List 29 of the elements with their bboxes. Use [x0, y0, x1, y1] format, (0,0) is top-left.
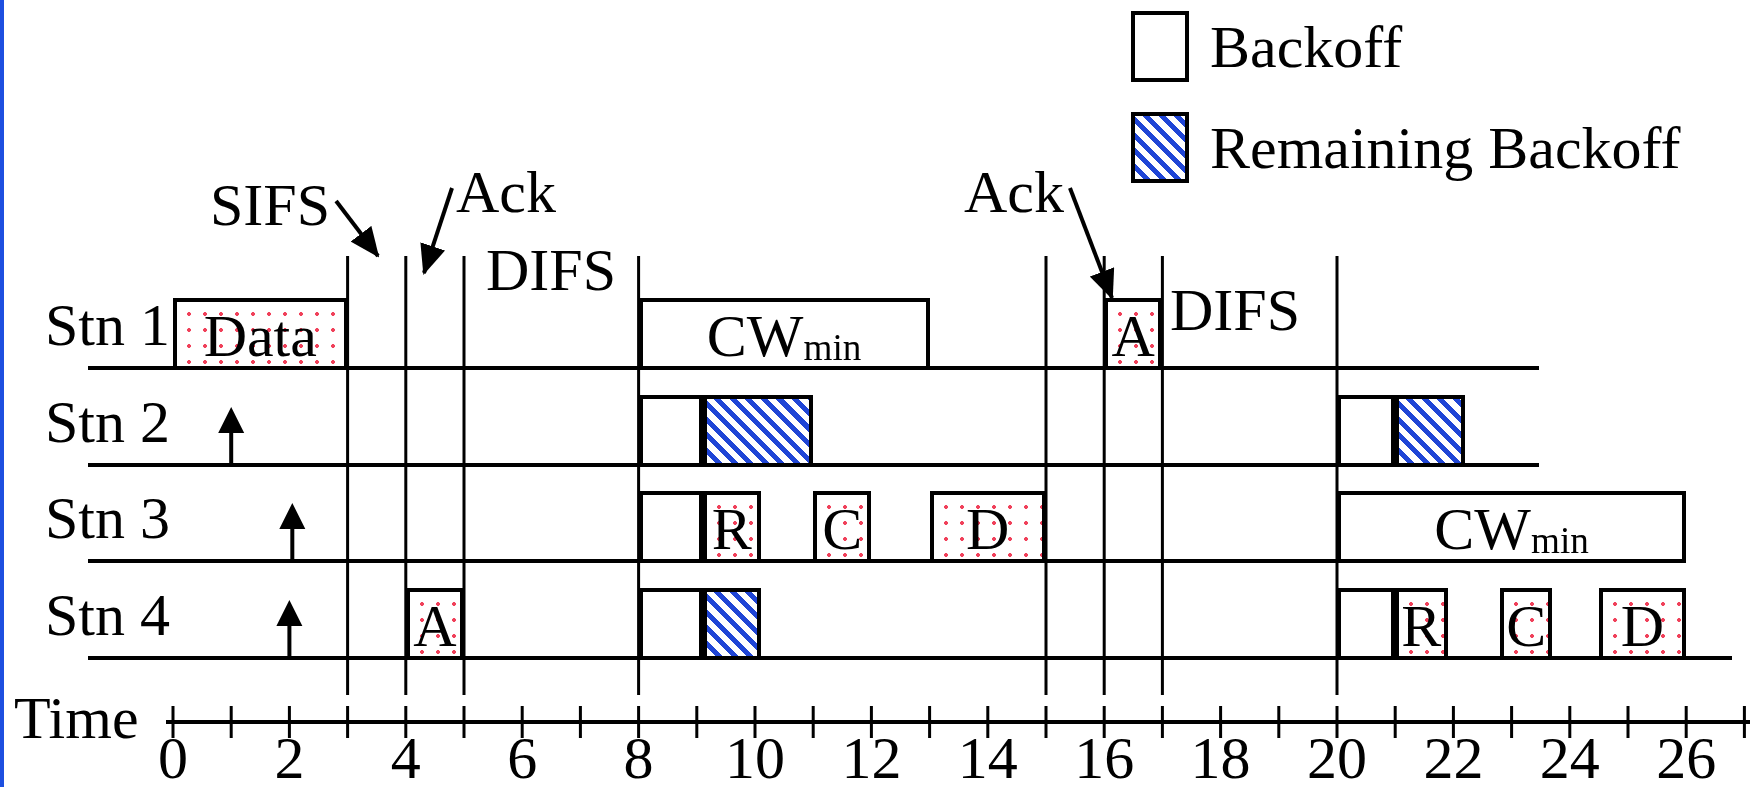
interval-label: DIFS [486, 240, 617, 300]
tick-label: 18 [1190, 728, 1251, 787]
station-label: Stn 4 [45, 585, 171, 645]
tick-label: 0 [158, 728, 188, 787]
tick-label: 6 [507, 728, 538, 787]
tick-label: 22 [1423, 728, 1484, 787]
tick-label: 12 [841, 728, 902, 787]
interval-label: DIFS [1170, 280, 1301, 340]
tick-label: 8 [623, 728, 654, 787]
tick-label: 24 [1539, 728, 1600, 787]
tick-label: 2 [274, 728, 305, 787]
pointer-arrow [334, 199, 380, 258]
legend-label: Backoff [1210, 17, 1403, 77]
tick-label: 20 [1307, 728, 1367, 787]
tick-label: 26 [1656, 728, 1717, 787]
callout-text: Ack [964, 162, 1064, 222]
pointer-arrow [420, 187, 454, 275]
contention-window-box: CW$_{min}$ [1337, 491, 1687, 563]
tick-label: 10 [725, 728, 785, 787]
callout-text: SIFS [210, 175, 331, 235]
tick-label: 4 [390, 728, 421, 787]
station-label: Stn 3 [45, 488, 171, 548]
pointer-arrow [1068, 187, 1115, 300]
axis-title: Time [14, 688, 139, 748]
station-label: Stn 2 [45, 392, 171, 452]
callout-text: Ack [456, 162, 556, 222]
station-label: Stn 1 [45, 295, 171, 355]
tick-label: 14 [957, 728, 1018, 787]
tick-label: 16 [1074, 728, 1135, 787]
